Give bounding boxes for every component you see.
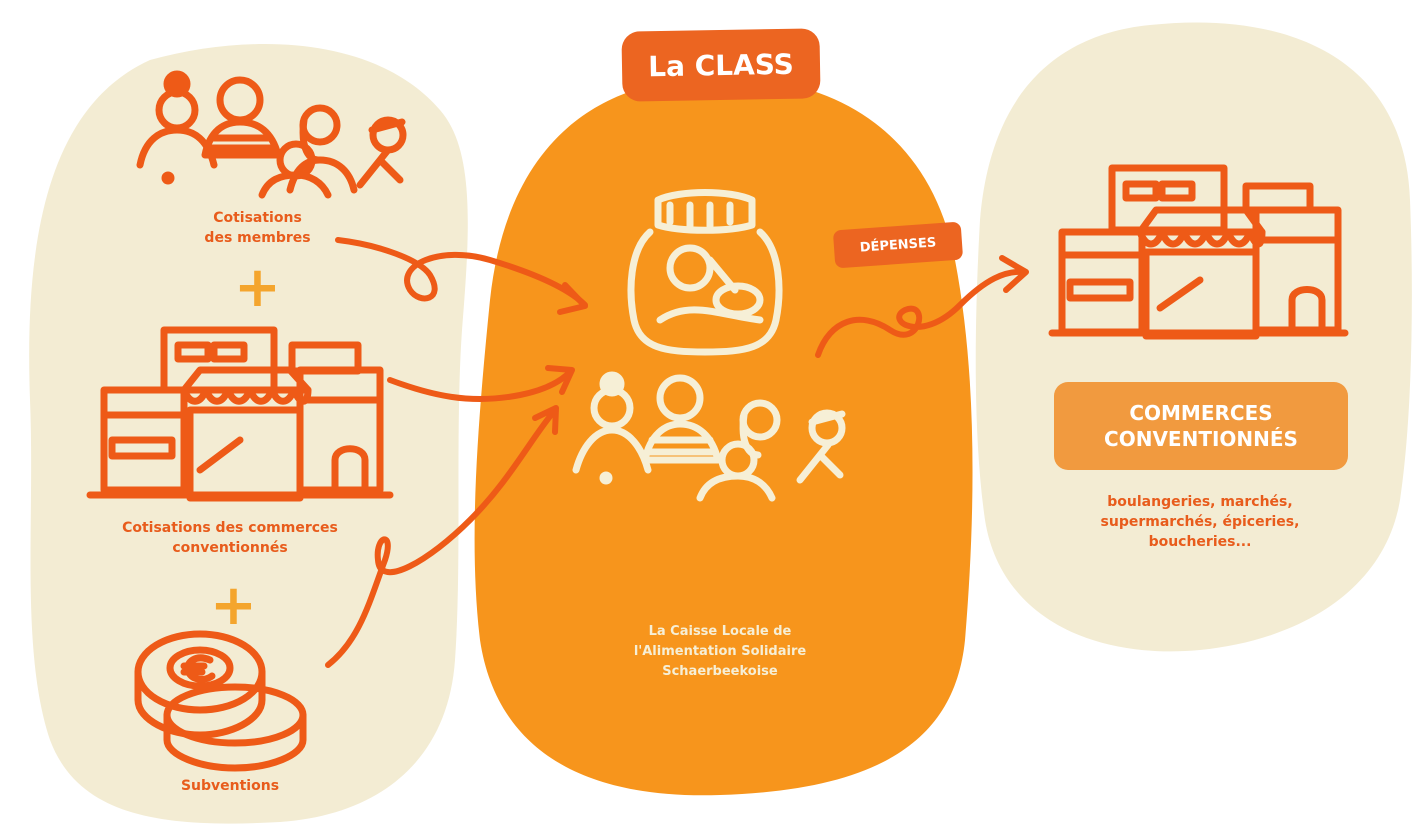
arrow-shops-to-class bbox=[387, 369, 573, 402]
arrowhead-subsidies bbox=[532, 405, 559, 435]
arrowhead-members bbox=[557, 282, 588, 315]
plus-sign: + bbox=[210, 573, 257, 638]
class-description: La Caisse Locale de l'Alimentation Solid… bbox=[633, 624, 807, 679]
members-contributions-label: Cotisations des membres bbox=[204, 210, 311, 246]
arrowhead-spending bbox=[999, 255, 1029, 293]
shops-contributions-label: Cotisations des commerces conventionnés bbox=[122, 520, 338, 556]
partner-shops-title: COMMERCES CONVENTIONNÉS bbox=[1054, 382, 1348, 470]
arrowhead-shops bbox=[545, 365, 575, 395]
plus-sign: + bbox=[234, 255, 281, 320]
subsidies-label: Subventions bbox=[180, 778, 280, 794]
arrow-members-to-class bbox=[335, 237, 588, 308]
arrow-class-to-shops bbox=[815, 268, 1028, 358]
arrow-subsidies-to-class bbox=[325, 407, 558, 668]
class-title-badge: La CLASS bbox=[621, 28, 821, 102]
partner-shops-examples: boulangeries, marchés, supermarchés, épi… bbox=[1100, 494, 1300, 550]
